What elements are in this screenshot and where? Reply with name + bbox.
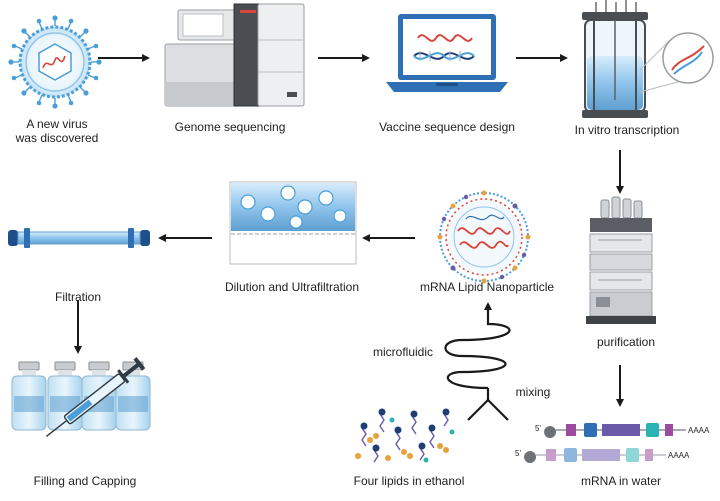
label-mixing: mixing bbox=[515, 385, 551, 399]
label-vaccine-design: Vaccine sequence design bbox=[379, 120, 515, 134]
hplc-purification-icon bbox=[586, 196, 656, 324]
vials-and-syringe-icon bbox=[11, 357, 151, 438]
five-prime-label-1: 5' bbox=[535, 424, 541, 433]
bioreactor-icon bbox=[582, 0, 714, 118]
virus-icon bbox=[8, 15, 102, 109]
label-mrna-in-water: mRNA in water bbox=[580, 474, 662, 488]
label-filtration: Filtration bbox=[54, 290, 101, 304]
microfluidic-channel-icon bbox=[444, 302, 511, 421]
poly-a-label-2: AAAA bbox=[668, 451, 690, 460]
five-prime-label-2: 5' bbox=[515, 449, 521, 458]
syringe bbox=[45, 357, 146, 438]
laptop-icon bbox=[386, 14, 508, 92]
vial-1 bbox=[11, 361, 47, 431]
label-dilution-ultrafiltration: Dilution and Ultrafiltration bbox=[224, 280, 360, 294]
label-purification: purification bbox=[596, 335, 656, 349]
vial-4 bbox=[115, 361, 151, 431]
flow-arrows bbox=[74, 54, 624, 407]
lipid-nanoparticle-icon bbox=[437, 190, 531, 284]
label-filling-capping: Filling and Capping bbox=[33, 474, 137, 488]
filtration-cartridge-icon bbox=[8, 228, 150, 248]
label-virus: A new virus was discovered bbox=[15, 117, 99, 145]
label-in-vitro-transcription: In vitro transcription bbox=[574, 123, 680, 137]
poly-a-label-1: AAAA bbox=[688, 426, 710, 435]
ultrafiltration-tank-icon bbox=[229, 181, 357, 265]
label-four-lipids: Four lipids in ethanol bbox=[353, 474, 465, 488]
label-lnp: mRNA Lipid Nanoparticle bbox=[419, 280, 555, 294]
label-microfluidic: microfluidic bbox=[372, 345, 433, 359]
genome-sequencer-icon bbox=[164, 3, 305, 107]
label-genome-sequencing: Genome sequencing bbox=[174, 120, 286, 134]
mrna-constructs-icon: 5' AAAA 5' AAAA bbox=[515, 423, 710, 463]
lipids-icon bbox=[355, 408, 455, 463]
